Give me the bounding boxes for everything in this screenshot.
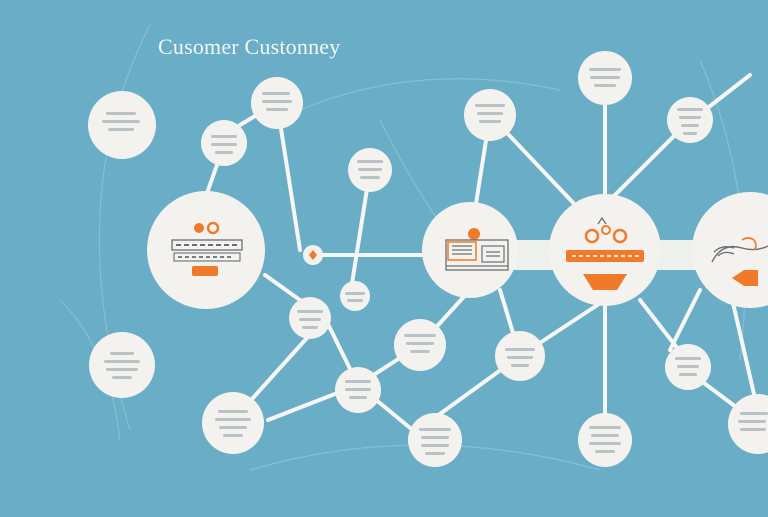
node-10 xyxy=(289,297,331,339)
hub-2 xyxy=(422,202,518,298)
node-15 xyxy=(202,392,264,454)
node-13 xyxy=(335,367,381,413)
diagram-title: Cusomer Custonney xyxy=(158,34,341,59)
hand-icon xyxy=(711,237,768,263)
node-18 xyxy=(665,344,711,390)
satellite-nodes xyxy=(88,51,768,467)
node-1 xyxy=(88,91,156,159)
node-2 xyxy=(251,77,303,129)
node-11 xyxy=(89,332,155,398)
node-7 xyxy=(667,97,713,143)
hub-4 xyxy=(692,192,768,308)
gears-icon xyxy=(584,216,628,244)
hub-nodes xyxy=(147,191,768,309)
people-icon xyxy=(194,221,220,235)
node-12 xyxy=(394,319,446,371)
node-5 xyxy=(464,89,516,141)
hub-3 xyxy=(549,194,661,306)
node-16 xyxy=(408,413,462,467)
node-17 xyxy=(578,413,632,467)
node-19 xyxy=(728,394,768,454)
node-8 xyxy=(303,245,323,265)
hub-1 xyxy=(147,191,265,309)
node-9 xyxy=(340,281,370,311)
node-4 xyxy=(348,148,392,192)
node-6 xyxy=(578,51,632,105)
storefront-icon xyxy=(445,228,509,271)
node-3 xyxy=(201,120,247,166)
node-14 xyxy=(495,331,545,381)
